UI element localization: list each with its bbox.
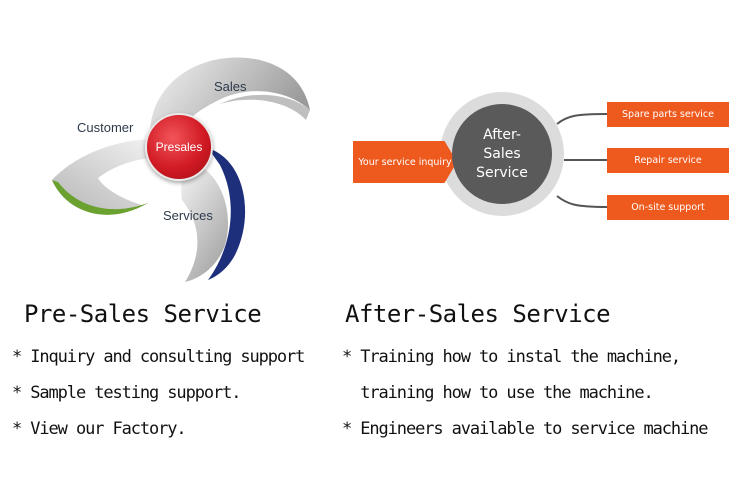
presales-heading: Pre-Sales Service (24, 300, 262, 328)
sales-label: Sales (214, 79, 247, 94)
presales-swirl-diagram: Sales Customer Services Presales (30, 40, 320, 285)
services-blade (181, 160, 229, 282)
sales-blade-shadow (220, 94, 310, 120)
connector-lines (556, 113, 608, 208)
connector-bottom (556, 195, 608, 208)
aftersales-bullet: * Engineers available to service machine (342, 419, 709, 439)
aftersales-bullet: training how to use the machine. (342, 383, 653, 403)
presales-center-label: Presales (155, 140, 203, 154)
presales-center-circle: Presales (145, 113, 213, 181)
sales-blade (150, 57, 310, 140)
customer-green-edge (52, 180, 148, 215)
presales-bullet: * Inquiry and consulting support (12, 347, 305, 367)
aftersales-diagram: Your service inquiry After- Sales Servic… (345, 80, 735, 230)
aftersales-heading: After-Sales Service (345, 300, 611, 328)
aftersales-bullet: * Training how to instal the machine, (342, 347, 681, 367)
presales-bullet: * View our Factory. (12, 419, 187, 439)
services-navy-edge (208, 148, 246, 280)
aftersales-hub: After- Sales Service (452, 104, 552, 204)
presales-bullet: * Sample testing support. (12, 383, 241, 403)
connector-top (556, 113, 608, 125)
repair-service-box: Repair service (607, 148, 729, 173)
service-inquiry-box: Your service inquiry (353, 141, 457, 183)
swirl-graphic (52, 57, 310, 282)
spare-parts-box: Spare parts service (607, 102, 729, 127)
customer-label: Customer (77, 120, 134, 135)
hub-label: After- Sales Service (476, 126, 528, 181)
customer-blade (52, 139, 172, 215)
onsite-support-box: On-site support (607, 195, 729, 220)
services-label: Services (163, 208, 213, 223)
